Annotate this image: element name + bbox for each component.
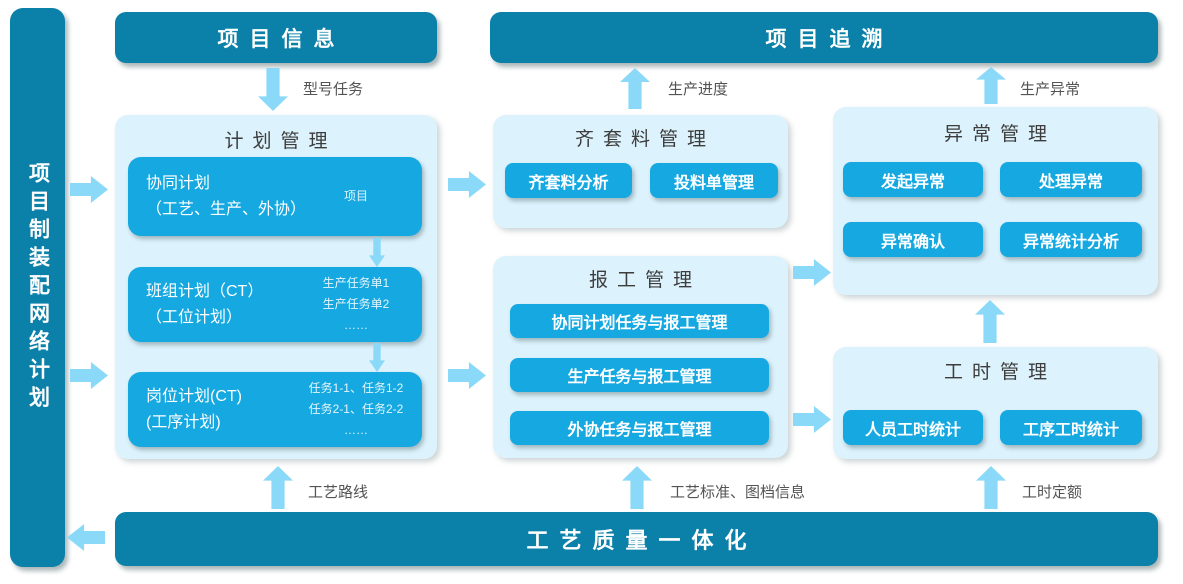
arrow-bottom-to-leftbar <box>67 524 105 551</box>
left-bar-label: 项目制装配网络计划 <box>26 161 50 414</box>
label-production-abnormal: 生产异常 <box>1020 81 1081 98</box>
plan-connector-arrow-2 <box>369 343 385 372</box>
report-panel-title: 报工管理 <box>588 270 701 291</box>
note-project: 项目 <box>343 189 368 203</box>
post-plan-box: 岗位计划(CT) (工序计划) 任务1-1、任务1-2 任务2-1、任务2-2 … <box>128 372 422 447</box>
plan-connector-arrow-1 <box>369 238 385 267</box>
note-task-order-1: 生产任务单1 <box>322 276 390 290</box>
collaborative-plan-line1: 协同计划 <box>146 174 211 192</box>
arrow-bottom-to-report <box>622 466 652 509</box>
arrow-plan-to-report <box>448 362 486 389</box>
note-ellipsis-2: …… <box>344 423 368 437</box>
team-plan-line1: 班组计划（CT） <box>146 282 264 300</box>
project-trace-bar: 项目追溯 <box>490 12 1158 63</box>
plan-management-panel: 计划管理 协同计划 （工艺、生产、外协） 项目 班组计划（CT） （工位计划） … <box>115 115 437 459</box>
collaborative-plan-notes: 项目 <box>302 186 410 207</box>
team-plan-line2: （工位计划） <box>146 308 243 326</box>
outsourcing-task-report-button: 外协任务与报工管理 <box>510 411 769 445</box>
label-hour-quota: 工时定额 <box>1022 484 1083 501</box>
abnormal-statistics-button: 异常统计分析 <box>1000 222 1142 257</box>
process-quality-integration-bar: 工艺质量一体化 <box>115 512 1158 566</box>
post-plan-notes: 任务1-1、任务1-2 任务2-1、任务2-2 …… <box>302 378 410 441</box>
plan-panel-title: 计划管理 <box>224 131 337 152</box>
arrow-leftbar-to-plan-1 <box>70 176 108 203</box>
arrow-report-to-abnormal <box>793 259 831 286</box>
collaborative-plan-text: 协同计划 （工艺、生产、外协） <box>146 171 307 223</box>
collaborative-plan-line2: （工艺、生产、外协） <box>146 200 307 218</box>
collab-task-report-button: 协同计划任务与报工管理 <box>510 304 769 338</box>
note-ellipsis-1: …… <box>344 318 368 332</box>
confirm-abnormal-button: 异常确认 <box>843 222 983 257</box>
arrow-plan-to-material <box>448 171 486 198</box>
arrow-material-to-trace <box>620 68 650 109</box>
project-info-bar: 项目信息 <box>115 12 437 63</box>
bottom-bar-label: 工艺质量一体化 <box>526 528 758 553</box>
post-plan-text: 岗位计划(CT) (工序计划) <box>146 384 302 436</box>
team-plan-text: 班组计划（CT） （工位计划） <box>146 279 302 331</box>
post-plan-line2: (工序计划) <box>146 413 221 431</box>
note-tasks-1: 任务1-1、任务1-2 <box>308 381 404 395</box>
team-plan-box: 班组计划（CT） （工位计划） 生产任务单1 生产任务单2 …… <box>128 267 422 342</box>
personnel-hours-button: 人员工时统计 <box>843 410 983 445</box>
team-plan-notes: 生产任务单1 生产任务单2 …… <box>302 273 410 336</box>
arrow-abnormal-to-trace <box>976 67 1006 104</box>
project-info-label: 项目信息 <box>217 27 346 51</box>
project-assembly-network-plan-bar: 项目制装配网络计划 <box>10 8 65 567</box>
handle-abnormal-button: 处理异常 <box>1000 162 1142 197</box>
arrow-hours-to-abnormal <box>975 300 1005 343</box>
arrow-leftbar-to-plan-2 <box>70 362 108 389</box>
post-plan-line1: 岗位计划(CT) <box>146 387 242 405</box>
arrow-report-to-hours <box>793 406 831 433</box>
process-hours-button: 工序工时统计 <box>1000 410 1142 445</box>
material-panel-title: 齐套料管理 <box>574 129 715 150</box>
feeding-order-button: 投料单管理 <box>650 163 778 198</box>
collaborative-plan-box: 协同计划 （工艺、生产、外协） 项目 <box>128 157 422 236</box>
arrow-bottom-to-hours <box>976 466 1006 509</box>
working-hours-panel: 工时管理 人员工时统计 工序工时统计 <box>833 347 1158 459</box>
label-process-docs: 工艺标准、图档信息 <box>670 484 806 501</box>
note-task-order-2: 生产任务单2 <box>322 297 390 311</box>
note-tasks-2: 任务2-1、任务2-2 <box>308 402 404 416</box>
label-process-route: 工艺路线 <box>308 484 369 501</box>
arrow-bottom-to-plan <box>263 466 293 509</box>
abnormal-management-panel: 异常管理 发起异常 处理异常 异常确认 异常统计分析 <box>833 107 1158 295</box>
label-production-progress: 生产进度 <box>668 81 729 98</box>
hours-panel-title: 工时管理 <box>943 362 1056 383</box>
project-trace-label: 项目追溯 <box>765 27 894 51</box>
material-kitting-panel: 齐套料管理 齐套料分析 投料单管理 <box>493 115 788 228</box>
abnormal-panel-title: 异常管理 <box>943 124 1056 145</box>
kitting-analysis-button: 齐套料分析 <box>505 163 632 198</box>
arrow-projectinfo-to-plan <box>258 68 288 111</box>
production-task-report-button: 生产任务与报工管理 <box>510 358 769 392</box>
label-model-task: 型号任务 <box>303 81 364 98</box>
work-report-panel: 报工管理 协同计划任务与报工管理 生产任务与报工管理 外协任务与报工管理 <box>493 256 788 458</box>
raise-abnormal-button: 发起异常 <box>843 162 983 197</box>
